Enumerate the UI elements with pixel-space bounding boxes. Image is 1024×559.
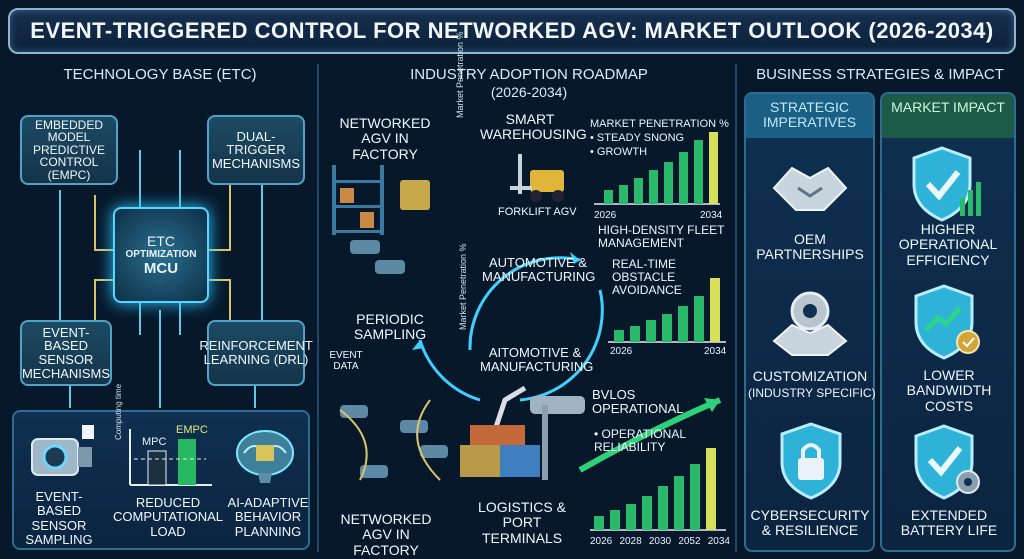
- aitomotive-label: AITOMOTIVE & MANUFACTURING: [480, 345, 594, 375]
- rl-box: REINFORCEMENT LEARNING (DRL): [199, 320, 313, 386]
- lock-shield-icon: [780, 422, 842, 500]
- automotive-top-label: AUTOMOTIVE & MANUFACTURING: [482, 255, 596, 285]
- empc-chart-label: EMPC: [176, 424, 208, 436]
- camera-icon: [31, 425, 94, 476]
- penetration-chart-3: [590, 448, 726, 531]
- axis-year-3-2: 2028: [619, 536, 642, 547]
- smart-warehousing-label: SMART WAREHOUSING: [480, 111, 587, 143]
- market-penetration-vertical-1: Market Penetration %: [455, 31, 465, 118]
- axis-years-3: 2026 2028 2030 2052 2034: [590, 536, 730, 547]
- roadmap-cycle: [332, 165, 722, 481]
- brain-icon: [236, 430, 294, 483]
- gear-handshake-icon: [772, 291, 848, 356]
- periodic-sampling-label: PERIODIC SAMPLING: [353, 311, 427, 343]
- penetration-chart-1: [594, 132, 720, 205]
- efficiency-shield-icon: [912, 146, 981, 222]
- networked-agv-top-label: NETWORKED AGV IN FACTORY: [339, 115, 431, 162]
- axis-start-1: 2026: [594, 210, 617, 221]
- axis-end-1: 2034: [700, 210, 723, 221]
- rl-label: REINFORCEMENT LEARNING (DRL): [199, 338, 313, 367]
- lower-bw-label: LOWER BANDWIDTH COSTS: [906, 367, 992, 414]
- mpc-label: MPC: [142, 436, 167, 448]
- roadmap-heading: INDUSTRY ADOPTION ROADMAP: [410, 66, 648, 83]
- empc-label: EMBEDDED MODEL PREDICTIVE CONTROL (EMPC): [32, 117, 105, 182]
- empc-bar: [178, 439, 196, 485]
- penetration-chart-2: [608, 278, 726, 343]
- separator-right: [735, 64, 737, 552]
- empc-box: EMBEDDED MODEL PREDICTIVE CONTROL (EMPC): [20, 115, 118, 185]
- forklift-icon: [510, 154, 564, 202]
- axis-year-3-4: 2052: [678, 536, 701, 547]
- handshake-icon: [772, 166, 848, 211]
- sensor-sampling-label: EVENT-BASED SENSOR SAMPLING: [25, 489, 93, 547]
- customization-sub-label: (INDUSTRY SPECIFIC): [748, 386, 876, 400]
- business-heading: BUSINESS STRATEGIES & IMPACT: [756, 66, 1004, 83]
- event-sensor-box: EVENT-BASED SENSOR MECHANISMS: [20, 320, 112, 386]
- reduced-load-label: REDUCED COMPUTATIONAL LOAD: [112, 495, 224, 539]
- higher-eff-label: HIGHER OPERATIONAL EFFICIENCY: [898, 221, 998, 268]
- etc-mcu-chip: ETC OPTIMIZATION MCU: [113, 207, 209, 303]
- bullet-reliability: • OPERATIONAL RELIABILITY: [594, 427, 686, 455]
- tech-base-heading: TECHNOLOGY BASE (ETC): [63, 66, 257, 83]
- axis-year-3-1: 2026: [590, 536, 613, 547]
- strategic-title: STRATEGIC IMPERATIVES: [762, 99, 857, 131]
- separator-left: [317, 64, 319, 552]
- axis-year-3-5: 2034: [707, 536, 730, 547]
- mpc-bar: [147, 450, 167, 486]
- real-time-label: REAL-TIME OBSTACLE AVOIDANCE: [612, 257, 682, 298]
- bullet-steady: • STEADY SNONG: [590, 132, 685, 144]
- axis-start-2: 2026: [610, 346, 633, 357]
- event-data-label: EVENT DATA: [329, 350, 363, 372]
- chip-line3: MCU: [143, 260, 179, 277]
- page-title: EVENT-TRIGGERED CONTROL FOR NETWORKED AG…: [30, 18, 994, 43]
- mini-y-label: Computing time: [114, 383, 123, 440]
- axis-end-2: 2034: [704, 346, 727, 357]
- dual-trigger-label: DUAL-TRIGGER MECHANISMS: [211, 128, 301, 171]
- title-banner: EVENT-TRIGGERED CONTROL FOR NETWORKED AG…: [8, 8, 1016, 54]
- cyber-label: CYBERSECURITY & RESILIENCE: [750, 507, 870, 539]
- market-penetration-top: MARKET PENETRATION %: [590, 118, 729, 130]
- bullet-growth: • GROWTH: [590, 146, 648, 158]
- chip-line1: ETC: [147, 233, 175, 249]
- forklift-agv-label: FORKLIFT AGV: [498, 206, 577, 218]
- bandwidth-shield-icon: [914, 284, 980, 360]
- battery-shield-icon: [914, 424, 980, 500]
- oem-label: OEM PARTNERSHIPS: [756, 231, 864, 263]
- event-sensor-label: EVENT-BASED SENSOR MECHANISMS: [21, 324, 111, 381]
- axis-year-3-3: 2030: [648, 536, 672, 547]
- dual-trigger-box: DUAL-TRIGGER MECHANISMS: [207, 115, 305, 185]
- networked-agv-bottom-label: NETWORKED AGV IN FACTORY: [340, 511, 432, 558]
- battery-label: EXTENDED BATTERY LIFE: [900, 507, 998, 539]
- chip-line2: OPTIMIZATION: [125, 249, 197, 260]
- impact-title: MARKET IMPACT: [891, 99, 1005, 115]
- market-penetration-vertical-2: Market Penetration %: [458, 243, 468, 330]
- roadmap-years: (2026-2034): [490, 84, 568, 100]
- ai-adaptive-label: AI-ADAPTIVE BEHAVIOR PLANNING: [227, 495, 309, 539]
- logistics-label: LOGISTICS & PORT TERMINALS: [478, 499, 566, 546]
- strategic-header: STRATEGIC IMPERATIVES: [746, 94, 873, 138]
- high-density-label: HIGH-DENSITY FLEET MANAGEMENT: [598, 223, 725, 251]
- customization-label: CUSTOMIZATION: [752, 368, 868, 384]
- computing-time-chart: [129, 429, 212, 486]
- bvlos-label: BVLOS OPERATIONAL: [592, 387, 684, 417]
- impact-header: MARKET IMPACT: [882, 94, 1014, 138]
